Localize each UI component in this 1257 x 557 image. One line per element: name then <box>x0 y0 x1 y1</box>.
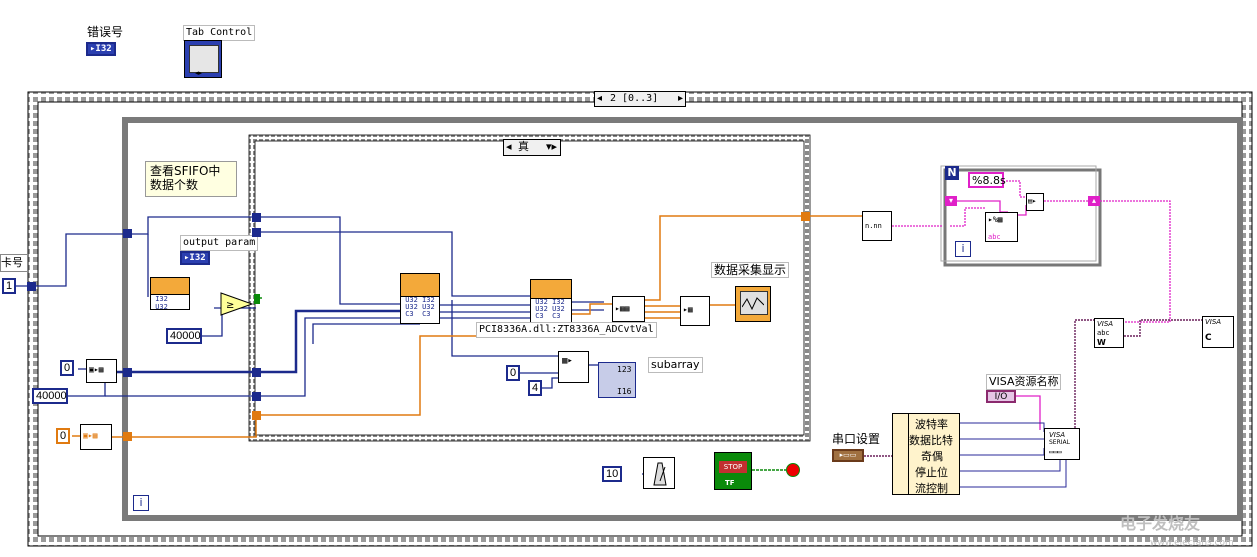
unbundle-item-data-bits: 数据比特 <box>909 434 953 447</box>
format-into-string-node[interactable]: ▸%▦ abc <box>985 212 1018 242</box>
for-loop-count: N <box>945 166 959 180</box>
case-tunnel-3 <box>252 368 261 377</box>
visa-resource-control[interactable]: I/O <box>986 390 1016 403</box>
output-param-indicator[interactable]: ▸I32 <box>180 251 210 265</box>
case-prev-icon[interactable]: ◂ <box>506 140 512 153</box>
for-loop-iteration: i <box>955 241 971 257</box>
tab-control-arrows-icon: ◂▸ <box>195 69 203 77</box>
shift-register-left-icon: ▾ <box>945 196 957 206</box>
case-tunnel-4 <box>252 392 261 401</box>
array-subset-node[interactable]: ▦▸ <box>558 351 589 383</box>
shift-register-right-icon: ▴ <box>1088 196 1100 206</box>
case-tunnel-1 <box>252 213 261 222</box>
number-to-string-node[interactable]: n.nn <box>862 211 892 241</box>
watermark-logo: 电子发烧友 <box>1120 514 1201 533</box>
const-40000-left[interactable]: 40000 <box>32 388 68 404</box>
subarray-indicator[interactable]: 123 I16 <box>598 362 636 398</box>
increment-icon[interactable]: ▸ <box>677 93 683 104</box>
compare-node[interactable]: ≥ <box>220 292 254 316</box>
svg-text:≥: ≥ <box>226 300 234 311</box>
initialize-array-node-a[interactable]: ▣▸▦ <box>86 359 117 383</box>
unbundle-item-flow-control: 流控制 <box>915 482 948 495</box>
case-tunnel-out <box>801 212 810 221</box>
visa-write-node[interactable]: VISA abc W <box>1094 318 1124 348</box>
while-loop-iteration: i <box>133 495 149 511</box>
visa-serial-config-node[interactable]: VISA SERIAL ▭▭▭ <box>1044 428 1080 460</box>
while-loop-frame[interactable] <box>122 117 1243 521</box>
error-code-label: 错误号 <box>87 25 124 39</box>
unbundle-item-baud: 波特率 <box>915 418 948 431</box>
sfifo-query-pins: I32 U32 <box>150 294 190 311</box>
watermark-url: www.elecfans.com <box>1150 538 1234 548</box>
initialize-array-node-b[interactable]: ▣▸▦ <box>80 424 112 450</box>
unbundle-by-name-node[interactable]: 波特率 数据比特 奇偶 停止位 流控制 <box>908 413 960 495</box>
tunnel-a <box>123 368 132 377</box>
const-0-a[interactable]: 0 <box>60 360 74 376</box>
const-0-sub[interactable]: 0 <box>506 365 520 381</box>
format-string-constant[interactable]: %8.8s <box>968 172 1006 188</box>
concatenate-node[interactable]: ▤▸ <box>1026 193 1044 211</box>
visa-close-node[interactable]: VISA C <box>1202 316 1234 348</box>
sfifo-comment: 查看SFIFO中 数据个数 <box>145 161 237 197</box>
unbundle-item-stop-bits: 停止位 <box>915 466 948 479</box>
card-number-label: 卡号 <box>0 254 28 272</box>
dll-call-node-2[interactable] <box>530 279 572 299</box>
const-40000-top[interactable]: 40000 <box>166 328 202 344</box>
const-4-sub[interactable]: 4 <box>528 380 542 396</box>
case-dropdown-icon[interactable]: ▾▸ <box>545 140 557 153</box>
dll-call-pins-2: U32 I32 U32 U32 C3 C3 <box>530 298 572 326</box>
dll-call-pins-1: U32 I32 U32 U32 C3 C3 <box>400 296 440 324</box>
case-selector[interactable]: ◂ 真 ▾▸ <box>503 139 561 156</box>
tab-control-label: Tab Control <box>183 25 256 41</box>
tunnel-orange <box>123 432 132 441</box>
case-tunnel-orange <box>252 411 261 420</box>
tunnel-card-loop <box>123 229 132 238</box>
decrement-icon[interactable]: ◂ <box>597 93 603 104</box>
serial-setup-control[interactable]: ▸▭▭ <box>832 449 864 462</box>
subarray-label: subarray <box>648 357 703 373</box>
stop-button-terminal[interactable]: STOP TF <box>714 452 752 490</box>
data-display-label: 数据采集显示 <box>711 262 790 278</box>
waveform-icon <box>742 297 764 311</box>
serial-setup-label: 串口设置 <box>832 432 881 446</box>
visa-resource-label: VISA资源名称 <box>986 374 1062 390</box>
stop-button-label: STOP <box>719 461 747 473</box>
loop-condition-terminal[interactable] <box>786 463 800 477</box>
metronome-icon <box>653 462 667 486</box>
card-tunnel <box>27 282 36 291</box>
card-number-control[interactable]: 1 <box>2 278 16 294</box>
const-10-wait[interactable]: 10 <box>602 466 622 482</box>
dll-call-label: PCI8336A.dll:ZT8336A_ADCvtVal <box>476 322 657 338</box>
output-param-label: output param <box>180 235 259 251</box>
unbundle-item-parity: 奇偶 <box>921 450 943 463</box>
wait-ms-node[interactable] <box>643 457 675 489</box>
sequence-selector[interactable]: ◂ 2 [0..3] ▸ <box>594 91 686 107</box>
error-code-terminal[interactable]: ▸I32 <box>86 42 116 56</box>
case-tunnel-2 <box>252 228 261 237</box>
dll-call-node-1[interactable] <box>400 273 440 297</box>
build-array-node[interactable]: ▸▦ <box>680 296 710 326</box>
const-0-orange[interactable]: 0 <box>56 428 70 444</box>
case-selector-terminal <box>254 294 260 304</box>
waveform-graph-terminal[interactable] <box>735 286 771 322</box>
array-split-node[interactable]: ▸▦▦ <box>612 296 645 322</box>
tab-control-terminal[interactable]: ◂▸ <box>184 40 222 78</box>
